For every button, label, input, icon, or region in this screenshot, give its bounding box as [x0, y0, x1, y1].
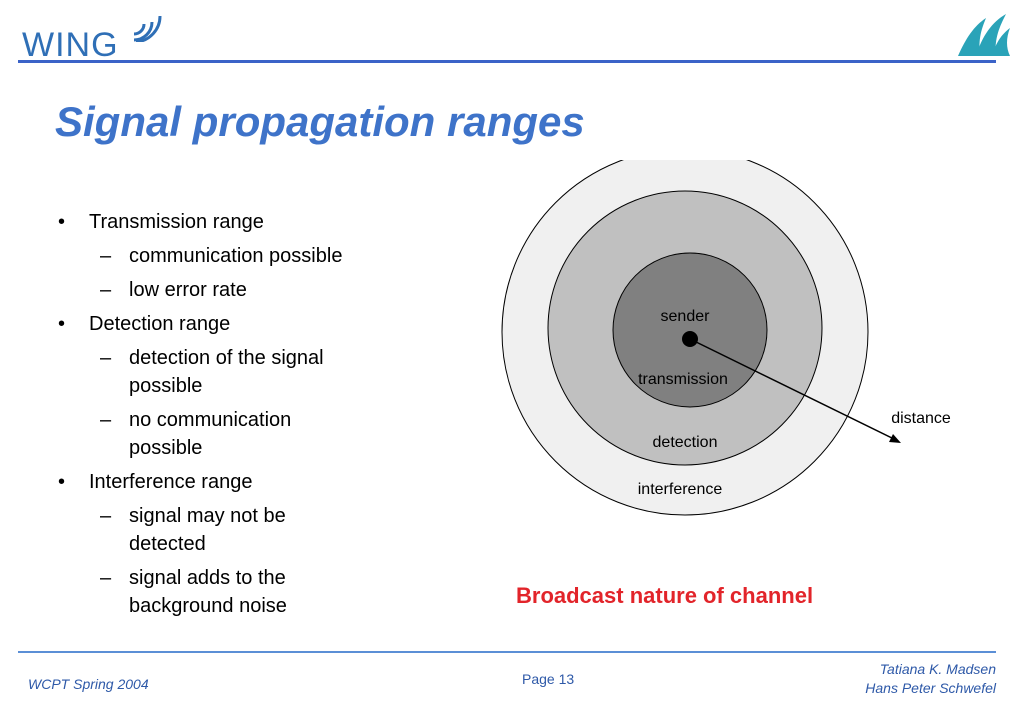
university-logo-icon — [958, 14, 1010, 56]
dash-marker: – — [100, 347, 112, 369]
bullet-text: Transmission range — [89, 211, 264, 233]
bullet-item: • Transmission range — [55, 208, 395, 236]
sub-bullet-text: communication possible — [129, 245, 343, 267]
sub-bullet-text: detection of the signal possible — [129, 347, 324, 397]
header-rule — [18, 60, 996, 63]
bullet-marker: • — [58, 471, 66, 493]
author-line: Hans Peter Schwefel — [865, 680, 996, 696]
sender-label: sender — [661, 308, 711, 325]
dash-marker: – — [100, 505, 112, 527]
footer-course: WCPT Spring 2004 — [28, 676, 149, 692]
author-line: Tatiana K. Madsen — [879, 661, 996, 677]
sub-bullet-text: signal adds to the background noise — [129, 567, 287, 617]
bullet-item: • Detection range — [55, 310, 395, 338]
dash-marker: – — [100, 245, 112, 267]
bullet-text: Detection range — [89, 313, 231, 335]
sub-bullet-item: – low error rate — [55, 276, 395, 304]
sub-bullet-text: no communication possible — [129, 409, 292, 459]
sub-bullet-item: – no communication possible — [55, 406, 359, 462]
sub-bullet-item: – signal may not be detected — [55, 502, 359, 558]
bullet-marker: • — [58, 313, 66, 335]
bullet-marker: • — [58, 211, 66, 233]
sub-bullet-item: – detection of the signal possible — [55, 344, 369, 400]
bullet-text: Interference range — [89, 471, 253, 493]
dash-marker: – — [100, 279, 112, 301]
sub-bullet-item: – communication possible — [55, 242, 395, 270]
slide-title: Signal propagation ranges — [55, 98, 585, 145]
signal-waves-icon — [133, 15, 162, 42]
transmission-range-circle — [612, 252, 768, 408]
wing-logo — [18, 0, 168, 60]
footer-authors: Tatiana K. Madsen Hans Peter Schwefel — [865, 660, 996, 698]
footer-rule — [18, 651, 996, 653]
sub-bullet-text: low error rate — [129, 279, 247, 301]
page-number: Page 13 — [522, 671, 575, 687]
dash-marker: – — [100, 409, 112, 431]
transmission-label: transmission — [638, 371, 728, 388]
distance-label: distance — [891, 410, 951, 427]
interference-label: interference — [638, 481, 723, 498]
distance-arrow — [689, 338, 897, 441]
caption: Broadcast nature of channel — [516, 583, 814, 608]
dash-marker: – — [100, 567, 112, 589]
bullet-list: • Transmission range – communication pos… — [55, 208, 395, 626]
arrow-head-icon — [889, 434, 901, 443]
sub-bullet-text: signal may not be detected — [129, 505, 286, 555]
sub-bullet-item: – signal adds to the background noise — [55, 564, 359, 620]
bullet-item: • Interference range — [55, 468, 395, 496]
detection-label: detection — [653, 434, 718, 451]
range-diagram: sender transmission detection interferen… — [501, 160, 951, 516]
logo-text: WING — [22, 26, 119, 64]
